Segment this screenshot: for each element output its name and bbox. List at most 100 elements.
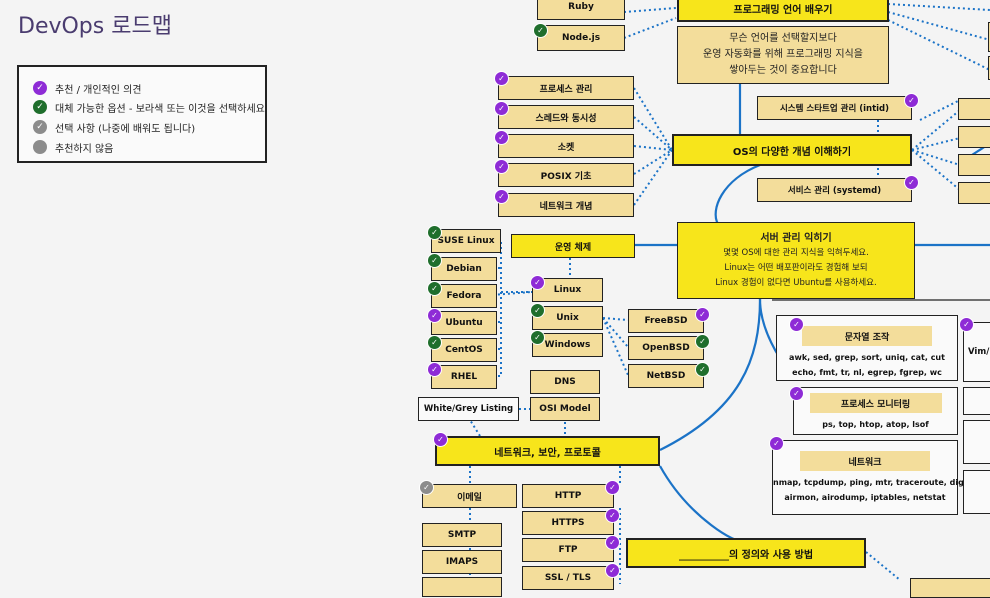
server-admin-title: 서버 관리 익히기 bbox=[760, 232, 832, 244]
node-partial[interactable] bbox=[958, 98, 990, 120]
node-email[interactable]: 이메일 bbox=[422, 484, 517, 508]
cmd-line: nmap, tcpdump, ping, mtr, traceroute, di… bbox=[773, 478, 964, 487]
node-openbsd[interactable]: OpenBSD bbox=[628, 336, 704, 360]
check-icon: ✓ bbox=[904, 93, 919, 108]
node-network-concepts[interactable]: 네트워크 개념 bbox=[498, 193, 634, 217]
text-manipulation-title: 문자열 조작 bbox=[802, 326, 932, 346]
check-icon: ✓ bbox=[33, 120, 47, 134]
node-partial[interactable] bbox=[963, 470, 990, 514]
check-icon: ✓ bbox=[427, 308, 442, 323]
node-ubuntu[interactable]: Ubuntu bbox=[431, 311, 497, 335]
process-monitoring-title: 프로세스 모니터링 bbox=[809, 393, 942, 413]
node-network-security[interactable]: 네트워크, 보안, 프로토콜 bbox=[435, 436, 660, 466]
legend-label: 추천 / 개인적인 의견 bbox=[55, 84, 142, 96]
node-imaps[interactable]: IMAPS bbox=[422, 550, 502, 574]
desc-line: 몇몇 OS에 대한 관리 지식을 익혀두세요. bbox=[723, 247, 869, 258]
node-sockets[interactable]: 소켓 bbox=[498, 134, 634, 158]
desc-line: Linux 경험이 없다면 Ubuntu를 사용하세요. bbox=[715, 277, 877, 288]
node-partial[interactable] bbox=[958, 182, 990, 204]
check-icon: ✓ bbox=[605, 563, 620, 578]
process-monitoring-box[interactable]: 프로세스 모니터링 ps, top, htop, atop, lsof bbox=[793, 387, 958, 435]
check-icon: ✓ bbox=[530, 330, 545, 345]
node-partial[interactable] bbox=[958, 154, 990, 176]
node-dns[interactable]: DNS bbox=[530, 370, 600, 394]
legend-label: 선택 사항 (나중에 배워도 됩니다) bbox=[55, 123, 196, 135]
node-vim[interactable]: Vim/ bbox=[963, 322, 990, 382]
text-manipulation-box[interactable]: 문자열 조작 awk, sed, grep, sort, uniq, cat, … bbox=[776, 315, 958, 381]
node-smtp[interactable]: SMTP bbox=[422, 523, 502, 547]
node-netbsd[interactable]: NetBSD bbox=[628, 364, 704, 388]
node-process-management[interactable]: 프로세스 관리 bbox=[498, 76, 634, 100]
node-osi[interactable]: OSI Model bbox=[530, 397, 600, 421]
node-operating-system[interactable]: 운영 체제 bbox=[511, 234, 635, 258]
check-icon: ✓ bbox=[695, 334, 710, 349]
node-centos[interactable]: CentOS bbox=[431, 338, 497, 362]
server-admin-box[interactable]: 서버 관리 익히기 몇몇 OS에 대한 관리 지식을 익혀두세요. Linux는… bbox=[677, 222, 915, 299]
check-icon: ✓ bbox=[433, 432, 448, 447]
legend-item-recommended: ✓ 추천 / 개인적인 의견 bbox=[33, 79, 142, 97]
node-suse[interactable]: SUSE Linux bbox=[431, 229, 501, 253]
check-icon: ✓ bbox=[494, 189, 509, 204]
node-threads[interactable]: 스레드와 동시성 bbox=[498, 105, 634, 129]
cmd-line: echo, fmt, tr, nl, egrep, fgrep, wc bbox=[792, 368, 942, 377]
node-ssl-tls[interactable]: SSL / TLS bbox=[522, 566, 614, 590]
node-posix[interactable]: POSIX 기초 bbox=[498, 163, 634, 187]
check-icon: ✓ bbox=[605, 535, 620, 550]
check-icon: ✓ bbox=[789, 386, 804, 401]
desc-line: Linux는 어떤 배포판이라도 경험해 보되 bbox=[724, 262, 868, 273]
node-rhel[interactable]: RHEL bbox=[431, 365, 497, 389]
cmd-line: ps, top, htop, atop, lsof bbox=[822, 420, 929, 429]
check-icon: ✓ bbox=[494, 71, 509, 86]
node-partial[interactable] bbox=[963, 420, 990, 464]
node-https[interactable]: HTTPS bbox=[522, 511, 614, 535]
circle-icon bbox=[33, 140, 47, 154]
node-partial[interactable] bbox=[958, 126, 990, 148]
programming-description: 무슨 언어를 선택할지보다 운영 자동화를 위해 프로그래밍 지식을 쌓아두는 … bbox=[677, 26, 889, 84]
network-tools-box[interactable]: 네트워크 nmap, tcpdump, ping, mtr, tracerout… bbox=[772, 440, 964, 515]
node-partial[interactable] bbox=[910, 578, 990, 598]
check-icon: ✓ bbox=[959, 317, 974, 332]
node-os-concepts[interactable]: OS의 다양한 개념 이해하기 bbox=[672, 134, 912, 166]
legend-item-optional: ✓ 선택 사항 (나중에 배워도 됩니다) bbox=[33, 118, 195, 136]
node-http[interactable]: HTTP bbox=[522, 484, 614, 508]
check-icon: ✓ bbox=[605, 480, 620, 495]
node-ftp[interactable]: FTP bbox=[522, 538, 614, 562]
node-debian[interactable]: Debian bbox=[431, 257, 497, 281]
check-icon: ✓ bbox=[33, 81, 47, 95]
node-systemd[interactable]: 서비스 관리 (systemd) bbox=[757, 178, 912, 202]
check-icon: ✓ bbox=[494, 159, 509, 174]
check-icon: ✓ bbox=[605, 508, 620, 523]
check-icon: ✓ bbox=[695, 362, 710, 377]
node-partial[interactable] bbox=[422, 577, 502, 597]
node-freebsd[interactable]: FreeBSD bbox=[628, 309, 704, 333]
legend: ✓ 추천 / 개인적인 의견 ✓ 대체 가능한 옵션 - 보라색 또는 이것을 … bbox=[17, 65, 267, 163]
check-icon: ✓ bbox=[695, 307, 710, 322]
check-icon: ✓ bbox=[769, 436, 784, 451]
node-initd[interactable]: 시스템 스타트업 관리 (intid) bbox=[757, 96, 912, 120]
check-icon: ✓ bbox=[427, 225, 442, 240]
check-icon: ✓ bbox=[419, 480, 434, 495]
node-learn-programming[interactable]: 프로그래밍 언어 배우기 bbox=[677, 0, 889, 22]
node-ruby[interactable]: Ruby bbox=[537, 0, 625, 20]
node-partial[interactable] bbox=[988, 56, 990, 80]
check-icon: ✓ bbox=[530, 303, 545, 318]
check-icon: ✓ bbox=[533, 23, 548, 38]
cmd-line: awk, sed, grep, sort, uniq, cat, cut bbox=[789, 353, 945, 362]
node-define-and-use[interactable]: __________의 정의와 사용 방법 bbox=[626, 538, 866, 568]
network-tools-title: 네트워크 bbox=[800, 451, 930, 471]
legend-label: 추천하지 않음 bbox=[55, 143, 114, 155]
check-icon: ✓ bbox=[530, 275, 545, 290]
node-nodejs[interactable]: Node.js bbox=[537, 25, 625, 51]
desc-line: 쌓아두는 것이 중요합니다 bbox=[729, 65, 837, 76]
check-icon: ✓ bbox=[789, 317, 804, 332]
check-icon: ✓ bbox=[427, 253, 442, 268]
check-icon: ✓ bbox=[494, 130, 509, 145]
node-partial[interactable] bbox=[963, 387, 990, 415]
node-white-grey-listing[interactable]: White/Grey Listing bbox=[418, 397, 519, 421]
cmd-line: airmon, airodump, iptables, netstat bbox=[784, 493, 946, 502]
legend-item-not-recommended: 추천하지 않음 bbox=[33, 138, 113, 156]
check-icon: ✓ bbox=[33, 100, 47, 114]
node-partial[interactable] bbox=[988, 22, 990, 52]
node-fedora[interactable]: Fedora bbox=[431, 284, 497, 308]
desc-line: 무슨 언어를 선택할지보다 bbox=[729, 33, 837, 44]
